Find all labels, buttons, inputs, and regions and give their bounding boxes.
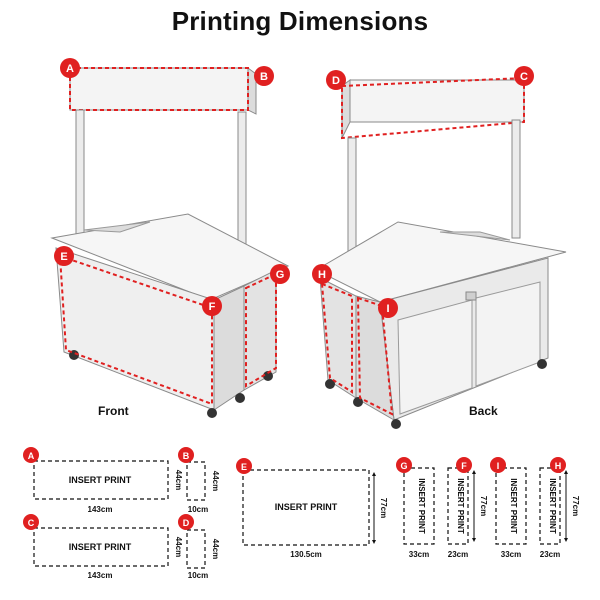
panel-b: B 10cm 44cm (178, 447, 220, 514)
front-wheel (235, 393, 245, 403)
front-body-print-area (58, 254, 213, 406)
back-right-pole (511, 119, 521, 239)
badge-c-icon: C (514, 66, 534, 86)
panel-i-text: INSERT PRINT (509, 478, 518, 534)
panel-f-height: 77cm (479, 496, 488, 516)
svg-text:A: A (66, 63, 74, 75)
svg-text:I: I (497, 461, 500, 471)
panel-a-text: INSERT PRINT (69, 475, 132, 485)
panel-g-badge-icon (396, 457, 412, 473)
front-view-label: Front (98, 404, 129, 418)
panel-d: D 10cm 44cm (178, 514, 220, 580)
panel-h: H INSERT PRINT 23cm 77cm (539, 457, 580, 559)
badge-e-icon: E (54, 246, 74, 266)
back-side-print-area (320, 282, 353, 394)
svg-text:C: C (28, 518, 35, 528)
panel-f-text: INSERT PRINT (456, 478, 465, 534)
panel-b-width: 10cm (188, 505, 208, 514)
back-header-sign (349, 79, 525, 123)
back-wheel (537, 359, 547, 369)
panel-c-badge-icon (23, 514, 39, 530)
back-cabinet-door-left (397, 299, 473, 415)
front-counter-top (50, 213, 290, 301)
panel-b-badge-icon (178, 447, 194, 463)
panel-a-width: 143cm (88, 505, 113, 514)
svg-text:F: F (461, 461, 467, 471)
badge-f-icon: F (202, 296, 222, 316)
badge-d-icon: D (326, 70, 346, 90)
back-view-label: Back (469, 404, 498, 418)
cabinet-lock-icon (465, 291, 477, 301)
panel-g-width: 33cm (409, 550, 429, 559)
svg-text:G: G (400, 461, 407, 471)
svg-text:E: E (241, 462, 247, 472)
back-wheel (353, 397, 363, 407)
panel-c: C INSERT PRINT 143cm 44cm (23, 514, 183, 580)
back-header-print-area (341, 76, 525, 140)
svg-text:A: A (28, 451, 35, 461)
panel-d-height: 44cm (211, 539, 220, 559)
svg-text:B: B (260, 71, 268, 83)
svg-text:E: E (60, 251, 67, 263)
svg-text:H: H (318, 269, 326, 281)
panel-e-text: INSERT PRINT (275, 502, 338, 512)
panel-i-width: 33cm (501, 550, 521, 559)
panel-i-badge-icon (490, 457, 506, 473)
panel-a: A INSERT PRINT 143cm 44cm (23, 447, 183, 514)
badge-a-icon: A (60, 58, 80, 78)
panel-h-text: INSERT PRINT (548, 478, 557, 534)
panel-a-height: 44cm (174, 470, 183, 490)
panel-i: I INSERT PRINT 33cm (490, 457, 527, 559)
svg-text:I: I (386, 303, 389, 315)
back-wheel (391, 419, 401, 429)
panel-c-height: 44cm (174, 537, 183, 557)
panel-g: G INSERT PRINT 33cm (396, 457, 435, 559)
panel-d-badge-icon (178, 514, 194, 530)
svg-text:H: H (555, 461, 562, 471)
back-cabinet-door-right (475, 281, 541, 387)
back-stand (314, 76, 567, 429)
front-header-print-area (69, 67, 249, 111)
front-stand (50, 67, 290, 418)
panel-f: F INSERT PRINT 23cm 77cm (447, 457, 488, 559)
front-wheel (263, 371, 273, 381)
badge-i-icon: I (378, 298, 398, 318)
svg-text:B: B (183, 451, 190, 461)
panel-g-text: INSERT PRINT (417, 478, 426, 534)
badge-h-icon: H (312, 264, 332, 284)
panel-c-text: INSERT PRINT (69, 542, 132, 552)
panel-e-height: 77cm (379, 498, 388, 518)
page-title: Printing Dimensions (171, 6, 429, 36)
badge-b-icon: B (254, 66, 274, 86)
svg-text:D: D (183, 518, 190, 528)
front-side-print-area (245, 272, 277, 388)
panel-f-width: 23cm (448, 550, 468, 559)
svg-text:G: G (276, 269, 285, 281)
front-left-pole (75, 109, 85, 241)
panel-h-height: 77cm (571, 496, 580, 516)
panel-a-badge-icon (23, 447, 39, 463)
front-header-sign (69, 67, 249, 111)
panel-f-badge-icon (456, 457, 472, 473)
svg-text:F: F (209, 301, 216, 313)
panel-e-badge-icon (236, 458, 252, 474)
panel-e: E INSERT PRINT 130.5cm 77cm (236, 458, 388, 559)
panel-e-width: 130.5cm (290, 550, 322, 559)
panel-h-badge-icon (550, 457, 566, 473)
panel-h-width: 23cm (540, 550, 560, 559)
svg-text:D: D (332, 75, 340, 87)
panel-b-height: 44cm (211, 471, 220, 491)
panel-c-width: 143cm (88, 571, 113, 580)
panel-d-width: 10cm (188, 571, 208, 580)
front-wheel (207, 408, 217, 418)
back-counter-top (314, 221, 567, 303)
back-inner-print-area (356, 296, 394, 416)
badge-g-icon: G (270, 264, 290, 284)
svg-text:C: C (520, 71, 528, 83)
back-wheel (325, 379, 335, 389)
